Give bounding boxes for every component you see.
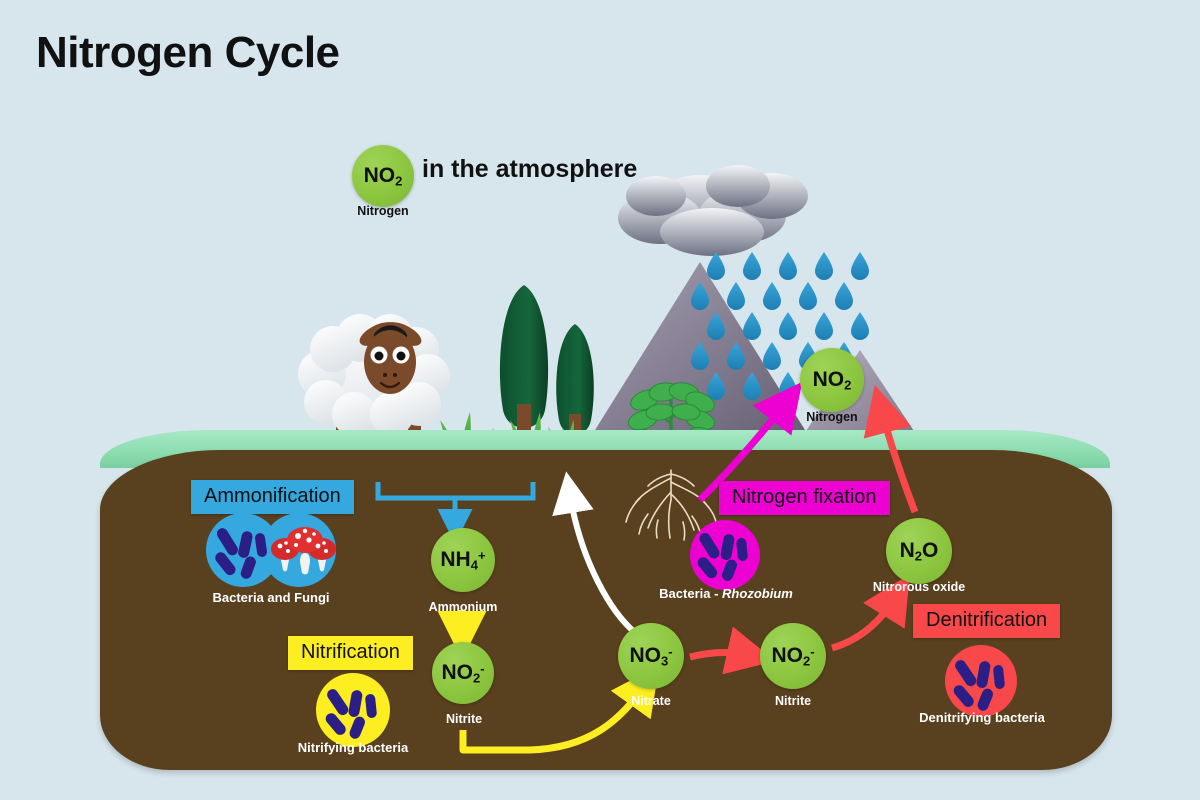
- formula-sup: -: [668, 644, 673, 660]
- formula-sub: 3: [660, 653, 669, 669]
- conifer-tree-icon: [499, 285, 594, 448]
- organism-label-bacteria-and-fungi: Bacteria and Fungi: [212, 590, 330, 605]
- organism-label-italic: Rhozobium: [722, 586, 793, 601]
- tag-denitrification[interactable]: Denitrification: [913, 604, 1061, 638]
- formula-sub: 2: [395, 173, 403, 189]
- molecule-label-nitrite-lower: Nitrite: [774, 694, 812, 708]
- tag-ammonification[interactable]: Ammonification: [191, 480, 354, 514]
- molecule-label-atmospheric-nitrogen: Nitrogen: [357, 204, 409, 218]
- organism-label-rhizobium: Bacteria - Rhozobium: [655, 586, 797, 601]
- organism-disc-rhizobium[interactable]: [690, 520, 760, 590]
- formula-sub: 2: [802, 653, 811, 669]
- formula-sup: -: [480, 661, 485, 677]
- organism-label-nitrifying-bacteria: Nitrifying bacteria: [297, 740, 409, 755]
- formula-sup: +: [477, 548, 486, 564]
- organism-disc-nitrifying-bacteria[interactable]: [316, 673, 390, 747]
- molecule-ammonium[interactable]: NH4+: [431, 528, 495, 592]
- formula-text: NO: [441, 660, 473, 684]
- formula-text: NH: [440, 547, 471, 571]
- formula-suffix: O: [922, 538, 939, 562]
- molecule-nitrous-oxide[interactable]: N2O: [886, 518, 952, 584]
- molecule-mountain-nitrogen[interactable]: NO2: [800, 348, 864, 412]
- formula-sub: 2: [844, 377, 852, 393]
- organism-label-denitrifying-bacteria: Denitrifying bacteria: [919, 710, 1045, 725]
- formula-text: NO: [771, 643, 803, 667]
- tag-nitrogen-fixation[interactable]: Nitrogen fixation: [719, 481, 890, 515]
- formula-sub: 4: [470, 557, 478, 573]
- formula-sub: 2: [472, 670, 481, 686]
- formula-text: N: [899, 538, 915, 562]
- organism-disc-denitrifying-bacteria[interactable]: [945, 645, 1017, 717]
- formula-sup: -: [810, 644, 815, 660]
- formula-text: NO: [629, 643, 661, 667]
- cloud-icon: [618, 165, 808, 256]
- molecule-label-nitrite-upper: Nitrite: [445, 712, 483, 726]
- molecule-label-nitrate: Nitrate: [631, 694, 671, 708]
- molecule-label-mountain-nitrogen: Nitrogen: [806, 410, 858, 424]
- molecule-label-ammonium: Ammonium: [428, 600, 498, 614]
- organism-disc-fungi[interactable]: [262, 513, 336, 587]
- formula-text: NO: [363, 163, 396, 187]
- molecule-nitrate[interactable]: NO3-: [618, 623, 684, 689]
- molecule-nitrite-upper[interactable]: NO2-: [432, 642, 494, 704]
- molecule-label-nitrous-oxide: Nitrorous oxide: [872, 580, 966, 594]
- molecule-atmospheric-nitrogen[interactable]: NO2: [352, 145, 414, 207]
- molecule-nitrite-lower[interactable]: NO2-: [760, 623, 826, 689]
- formula-text: NO: [812, 367, 845, 391]
- tag-nitrification[interactable]: Nitrification: [288, 636, 413, 670]
- page-title: Nitrogen Cycle: [36, 28, 340, 77]
- formula-sub: 2: [914, 548, 923, 564]
- organism-label-prefix: Bacteria -: [659, 586, 723, 601]
- atmosphere-caption: in the atmosphere: [422, 155, 638, 183]
